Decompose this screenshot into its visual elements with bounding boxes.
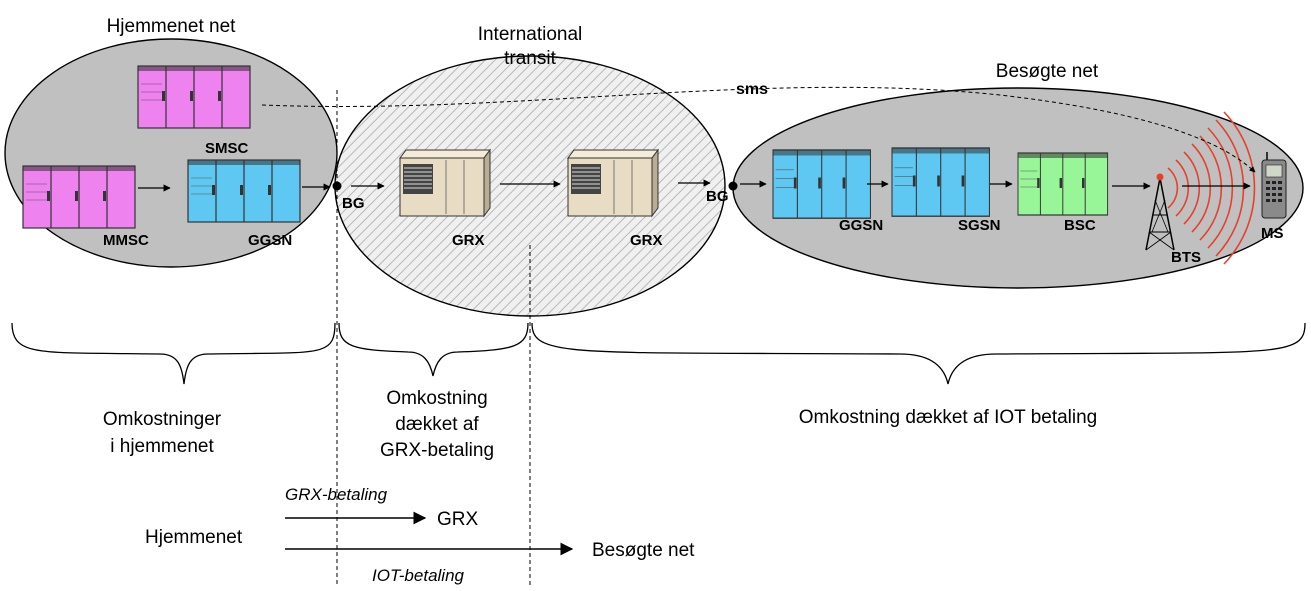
bsc-label: BSC	[1064, 217, 1096, 234]
cost-grx-line2: dækket af	[395, 414, 479, 435]
brace-home	[11, 322, 336, 385]
mmsc-label: MMSC	[103, 232, 149, 249]
border-gateway-2-icon	[728, 181, 738, 191]
iot-payment-target: Besøgte net	[592, 540, 695, 561]
sms-label: sms	[736, 81, 768, 98]
bts-tower-icon	[1145, 173, 1175, 251]
brace-grx	[338, 322, 529, 377]
cost-grx-line1: Omkostning	[386, 388, 487, 409]
payment-origin-label: Hjemmenet	[145, 527, 243, 548]
border-gateway-1-icon	[332, 181, 342, 191]
grx2-label: GRX	[630, 232, 663, 249]
mmsc-rack-icon	[22, 165, 136, 229]
ms-label: MS	[1261, 225, 1284, 242]
visited-network-title: Besøgte net	[996, 61, 1099, 82]
sgsn-label: SGSN	[958, 217, 1001, 234]
bg2-label: BG	[706, 188, 729, 205]
cost-iot-label: Omkostning dækket af IOT betaling	[799, 407, 1098, 428]
grx-payment-label: GRX-betaling	[285, 485, 388, 504]
grx1-router-icon	[399, 149, 491, 217]
cost-home-line2: i hjemmenet	[110, 436, 214, 457]
smsc-label: SMSC	[205, 140, 249, 157]
ggsn-home-rack-icon	[187, 159, 301, 223]
ggsn-home-label: GGSN	[248, 232, 292, 249]
grx1-label: GRX	[452, 232, 485, 249]
transit-title-line1: International	[478, 24, 583, 45]
grx2-router-icon	[567, 149, 659, 217]
bg1-label: BG	[342, 195, 365, 212]
bts-label: BTS	[1171, 249, 1201, 266]
smsc-rack-icon	[137, 65, 251, 129]
cost-home-line1: Omkostninger	[103, 409, 222, 430]
mobile-phone-icon	[1261, 152, 1287, 219]
sgsn-rack-icon	[891, 147, 991, 217]
ggsn-visited-rack-icon	[772, 149, 872, 219]
radio-waves-icon	[1167, 111, 1256, 265]
brace-iot	[531, 322, 1306, 385]
grx-payment-target: GRX	[437, 509, 479, 530]
iot-payment-label: IOT-betaling	[372, 566, 465, 585]
home-network-title: Hjemmenet net	[107, 16, 237, 37]
ggsn-visited-label: GGSN	[839, 217, 883, 234]
cost-grx-line3: GRX-betaling	[380, 440, 494, 461]
bsc-rack-icon	[1017, 152, 1109, 216]
transit-title-line2: transit	[504, 48, 556, 69]
